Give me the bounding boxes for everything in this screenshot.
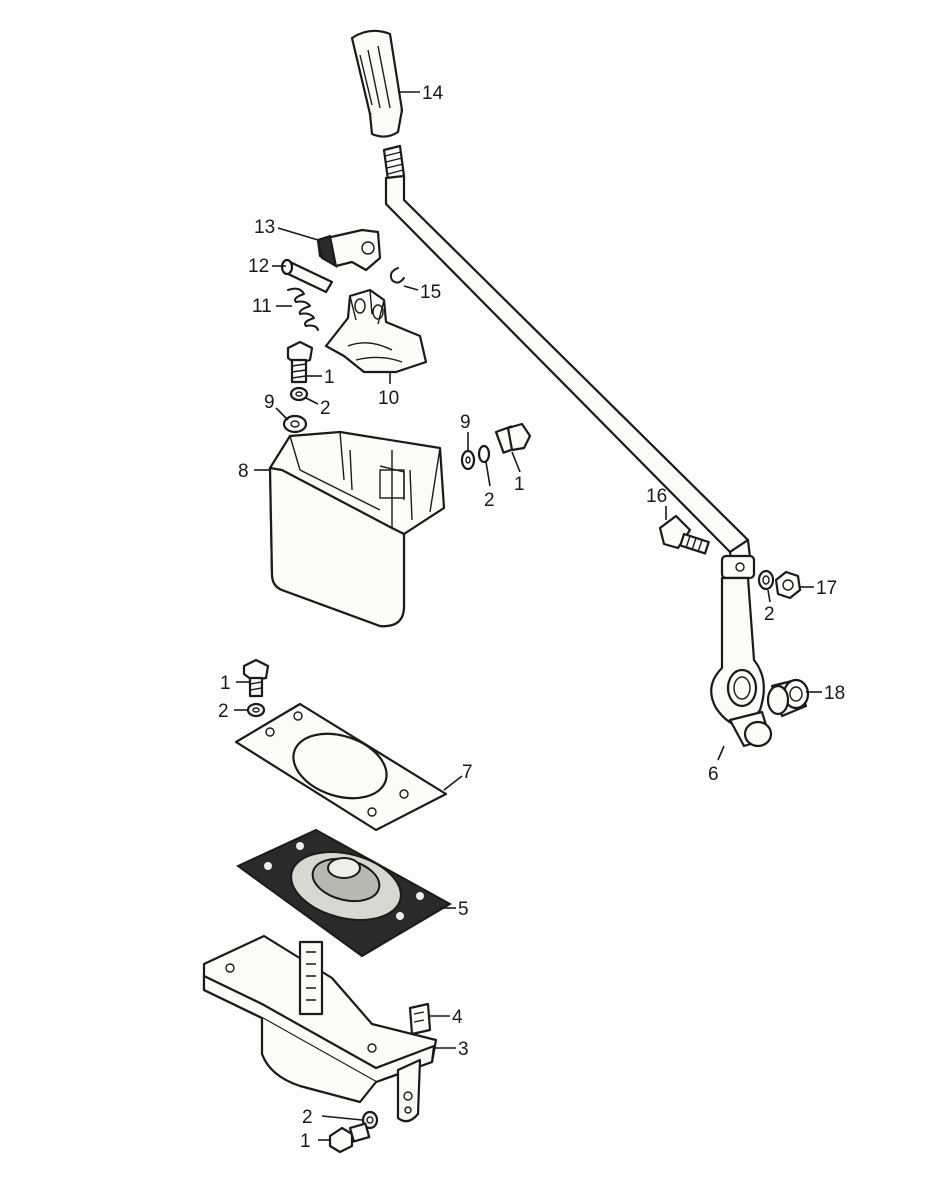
knob-part-14 [350,29,404,138]
nut-part-17 [774,570,802,600]
callout-2-right: 2 [764,604,775,625]
bracket-part-10 [324,288,428,374]
callout-1-mid: 1 [514,474,525,495]
lock-washer-part-2-mid [477,444,491,464]
lock-washer-part-2-upper [289,386,309,402]
bolt-part-1-bottom [328,1122,371,1154]
callout-15: 15 [420,282,441,303]
callout-14: 14 [422,83,444,104]
bolt-part-1-mid [494,422,532,454]
clip-part-4 [408,1002,432,1036]
callout-13: 13 [254,217,275,238]
callout-8: 8 [238,461,249,482]
bushing-part-18 [766,678,810,718]
callout-1-upper: 1 [324,367,335,388]
washer-part-2-right [757,569,775,591]
callout-labels: 14 13 12 15 11 10 1 2 9 9 2 1 8 16 17 2 … [218,83,845,1152]
callout-1-bottom: 1 [300,1131,311,1152]
base-plate-part-3 [202,934,438,1123]
callout-6: 6 [708,764,719,785]
callout-16: 16 [646,486,667,507]
boot-plate-part-5 [236,828,453,958]
lock-washer-part-2-left [246,702,266,718]
callout-4: 4 [452,1007,463,1028]
spring-part-11 [287,287,319,331]
callout-3: 3 [458,1039,469,1060]
bolt-part-16 [658,514,710,555]
lever-arm-part-6 [710,576,773,748]
callout-7: 7 [462,762,473,783]
callout-2-upper: 2 [320,398,331,419]
callout-12: 12 [248,256,269,277]
callout-17: 17 [816,578,837,599]
callout-2-bottom: 2 [302,1107,313,1128]
callout-2-mid: 2 [484,490,495,511]
callout-9-mid: 9 [460,412,471,433]
callout-2-left: 2 [218,701,229,722]
bolt-part-1-left [242,658,270,698]
callout-5: 5 [458,899,469,920]
gasket-part-7 [234,702,448,832]
bolt-part-1-upper [286,340,314,384]
callout-10: 10 [378,388,399,409]
callout-11: 11 [252,296,272,317]
callout-18: 18 [824,683,845,704]
callout-1-left: 1 [220,673,231,694]
pawl-part-13 [316,228,382,272]
clip-part-15 [389,267,405,284]
pin-part-12 [280,258,334,294]
shift-lever-rod [382,144,756,582]
washer-part-9-mid [460,449,476,471]
washer-part-9-upper [282,414,308,434]
callout-9-upper: 9 [264,392,275,413]
leader-lines [234,91,822,1141]
housing-part-8 [268,430,446,628]
